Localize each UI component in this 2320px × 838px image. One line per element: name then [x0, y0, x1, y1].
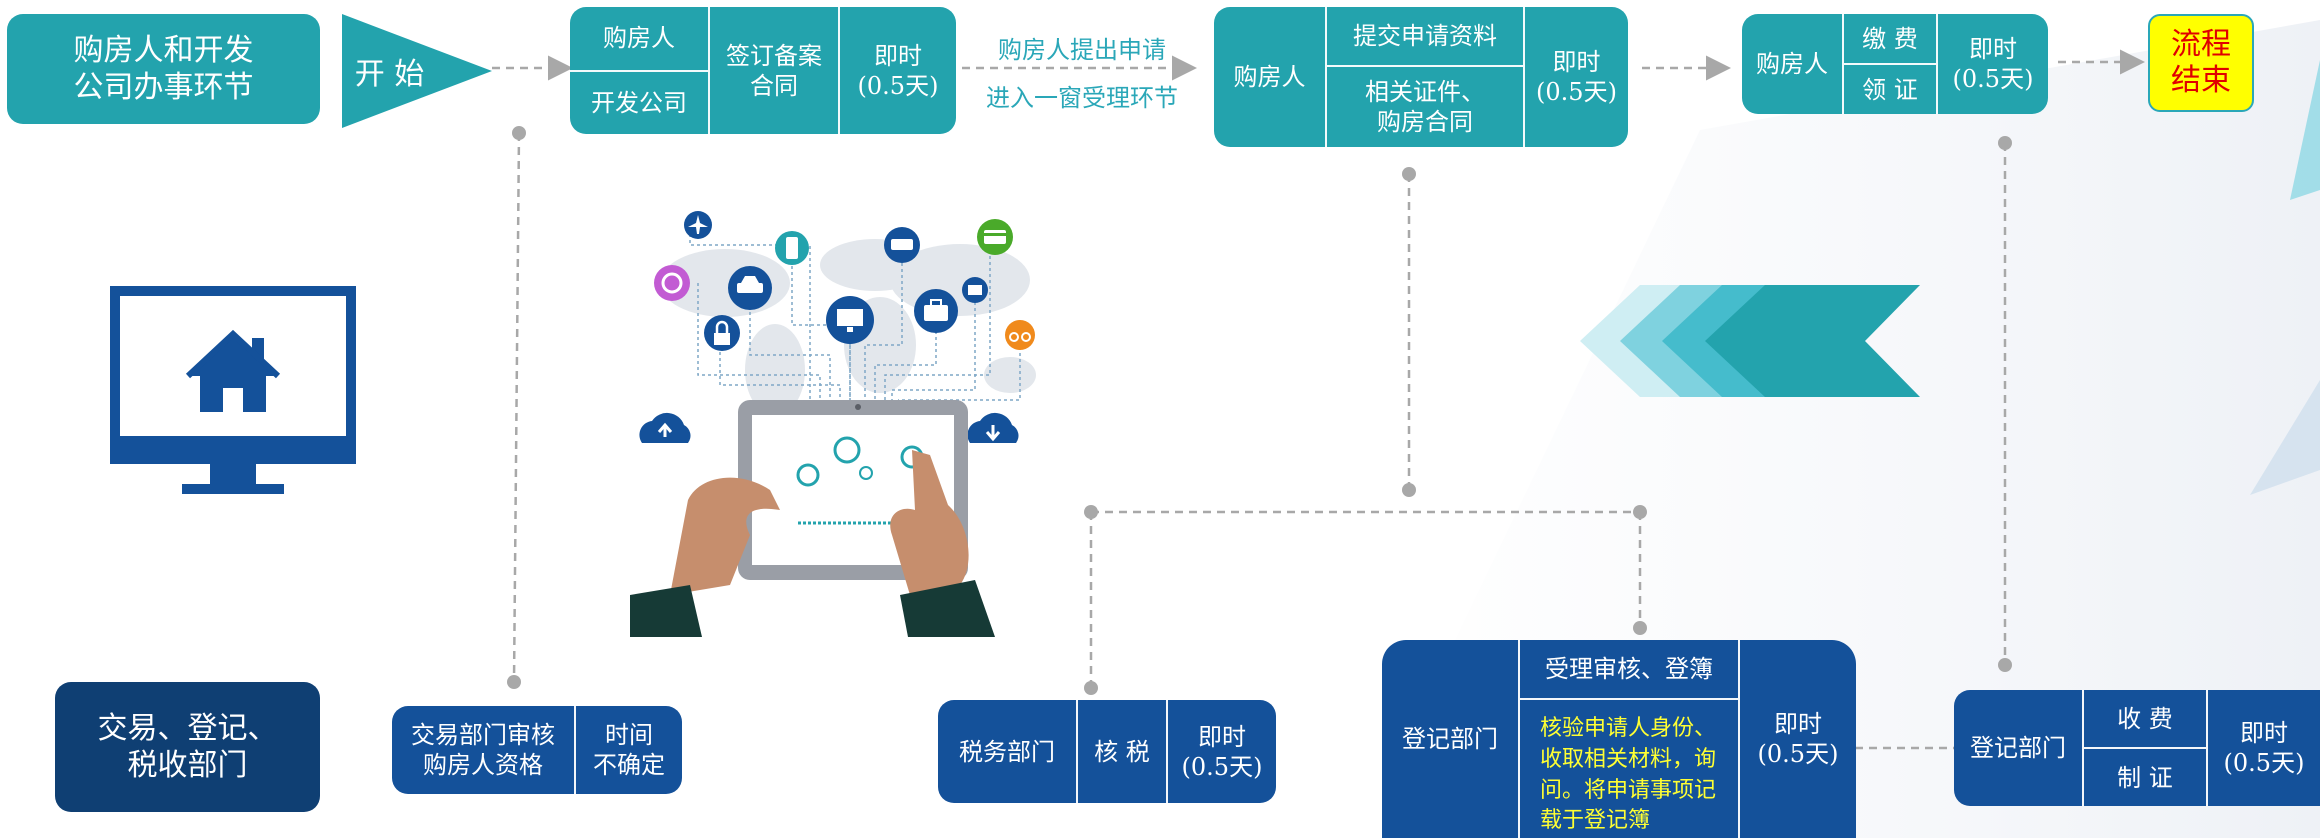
dept-reg-task-accept: 受理审核、登簿 — [1520, 640, 1738, 700]
lane-label-text: 交易、登记、 税收部门 — [97, 710, 278, 784]
keyboard-icon — [884, 227, 920, 263]
car-icon — [728, 266, 772, 310]
background-shape — [1360, 20, 2320, 838]
step2-submit-application: 购房人 提交申请资料 相关证件、 购房合同 即时 (0.5天) — [1214, 7, 1628, 147]
dept-reg2-tasks: 收 费 制 证 — [2084, 690, 2208, 806]
node-dot — [512, 126, 526, 140]
step1-parties: 购房人 开发公司 — [570, 7, 710, 134]
dept-reg-tasks: 受理审核、登簿 核验申请人身份、收取相关材料，询问。将申请事项记载于登记簿 — [1520, 640, 1740, 838]
briefcase-icon — [914, 289, 958, 333]
start-node: 开 始 — [342, 14, 492, 128]
dept-registration-fee-certificate: 登记部门 收 费 制 证 即时 (0.5天) — [1954, 690, 2320, 806]
arrow-note-line2: 进入一窗受理环节 — [986, 84, 1178, 112]
dept-trade-time: 时间 不确定 — [593, 721, 665, 779]
bike-icon — [1005, 320, 1035, 350]
lane-label-text: 购房人和开发 公司办事环节 — [73, 32, 254, 106]
globe-icon — [654, 265, 690, 301]
cloud-upload-icon — [639, 412, 691, 443]
dept-tax-name: 税务部门 — [938, 700, 1078, 803]
step1-time: 即时 (0.5天) — [857, 41, 939, 100]
node-dot — [1633, 621, 1647, 635]
step2-time: 即时 (0.5天) — [1536, 48, 1617, 106]
step3-task-pay: 缴 费 — [1844, 14, 1936, 65]
dept-reg-time: 即时 (0.5天) — [1757, 710, 1839, 768]
dept-trade-task: 交易部门审核 购房人资格 — [392, 706, 576, 794]
dept-tax-time: 即时 (0.5天) — [1181, 722, 1263, 781]
step3-pay-collect: 购房人 缴 费 领 证 即时 (0.5天) — [1742, 14, 2048, 114]
dept-reg2-task-fee: 收 费 — [2084, 690, 2206, 749]
dept-trade-review: 交易部门审核 购房人资格 时间 不确定 — [392, 706, 682, 794]
lane-label-departments: 交易、登记、 税收部门 — [55, 682, 320, 812]
step2-task-documents: 相关证件、 购房合同 — [1365, 78, 1485, 136]
step1-task: 签订备案 合同 — [710, 7, 840, 134]
node-dot — [1402, 167, 1416, 181]
end-label: 流程 结束 — [2171, 27, 2231, 98]
step2-task-submit: 提交申请资料 — [1327, 7, 1523, 67]
dept-tax-task: 核 税 — [1078, 700, 1168, 803]
lock-icon — [704, 315, 740, 351]
dept-reg-name: 登记部门 — [1382, 640, 1520, 838]
end-node: 流程 结束 — [2148, 14, 2254, 112]
phone-icon — [775, 231, 809, 265]
corner-accent-mid — [2250, 380, 2320, 495]
step3-task-collect: 领 证 — [1862, 75, 1918, 104]
step3-party: 购房人 — [1742, 14, 1844, 114]
step2-party: 购房人 — [1214, 7, 1327, 147]
lane-label-buyer-developer: 购房人和开发 公司办事环节 — [7, 14, 320, 124]
step1-party-buyer: 购房人 — [570, 7, 708, 72]
desktop-icon — [826, 296, 874, 344]
dept-tax: 税务部门 核 税 即时 (0.5天) — [938, 700, 1276, 803]
dept-reg2-task-certificate: 制 证 — [2117, 763, 2173, 792]
house-monitor-icon — [110, 286, 356, 494]
node-dot — [1998, 136, 2012, 150]
step3-time: 即时 (0.5天) — [1952, 35, 2034, 93]
card-icon — [977, 219, 1013, 255]
tablet-network-illustration — [630, 211, 1036, 637]
cloud-download-icon — [967, 412, 1019, 443]
node-dot — [1084, 681, 1098, 695]
airplane-icon — [684, 211, 712, 239]
start-triangle — [342, 14, 492, 128]
step2-tasks: 提交申请资料 相关证件、 购房合同 — [1327, 7, 1525, 147]
arrow-note-line1: 购房人提出申请 — [998, 36, 1166, 64]
step1-party-developer: 开发公司 — [591, 88, 687, 117]
connector-start-trade — [512, 132, 521, 683]
printer-icon — [962, 277, 988, 303]
node-dot — [1998, 658, 2012, 672]
tablet-hands-icon — [630, 400, 995, 637]
dept-reg2-name: 登记部门 — [1954, 690, 2084, 806]
step1-sign-contract: 购房人 开发公司 签订备案 合同 即时 (0.5天) — [570, 7, 956, 134]
node-dot — [507, 675, 521, 689]
dept-registration: 登记部门 受理审核、登簿 核验申请人身份、收取相关材料，询问。将申请事项记载于登… — [1382, 640, 1856, 838]
node-dot — [1633, 505, 1647, 519]
dept-reg-task-verify: 核验申请人身份、收取相关材料，询问。将申请事项记载于登记簿 — [1540, 716, 1717, 834]
start-label: 开 始 — [354, 57, 425, 92]
back-chevrons-icon — [1580, 285, 1920, 397]
step3-tasks: 缴 费 领 证 — [1844, 14, 1938, 114]
corner-accent-top — [2290, 60, 2320, 200]
node-dot — [1402, 483, 1416, 497]
dept-reg2-time: 即时 (0.5天) — [2223, 719, 2305, 777]
node-dot — [1084, 505, 1098, 519]
